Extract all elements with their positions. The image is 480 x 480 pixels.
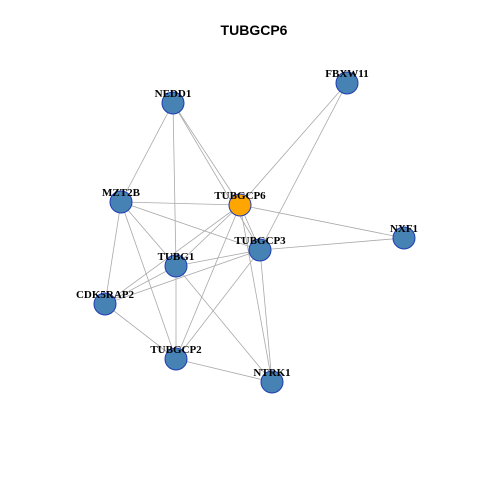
edge-tubgcp6-cdk5rap2 <box>104 204 241 305</box>
edge-mzt2b-tubgcp6 <box>120 201 241 206</box>
node-label-cdk5rap2: CDK5RAP2 <box>76 289 135 301</box>
node-ntrk1[interactable] <box>260 370 284 394</box>
node-label-tubg1: TUBG1 <box>158 251 195 263</box>
edge-tubgcp3-cdk5rap2 <box>104 249 261 305</box>
node-label-nedd1: NEDD1 <box>155 88 192 100</box>
edge-nedd1-tubgcp6 <box>172 102 241 206</box>
node-label-tubgcp6: TUBGCP6 <box>214 190 266 202</box>
edge-tubgcp3-ntrk1 <box>259 249 273 383</box>
edge-tubgcp6-tubgcp2 <box>175 204 241 360</box>
node-tubg1[interactable] <box>164 254 188 278</box>
edge-mzt2b-tubgcp3 <box>120 201 261 251</box>
edge-tubg1-cdk5rap2 <box>104 265 177 305</box>
edge-tubgcp6-ntrk1 <box>239 204 273 383</box>
edge-tubg1-ntrk1 <box>175 265 273 383</box>
node-tubgcp2[interactable] <box>164 347 188 371</box>
node-cdk5rap2[interactable] <box>93 292 117 316</box>
node-tubgcp3[interactable] <box>248 238 272 262</box>
edge-cdk5rap2-tubgcp2 <box>104 303 177 360</box>
diagram-title: TUBGCP6 <box>221 22 288 38</box>
node-label-nxf1: NXF1 <box>390 223 418 235</box>
node-label-tubgcp2: TUBGCP2 <box>150 344 202 356</box>
edge-fbxw11-tubgcp6 <box>239 82 348 206</box>
node-label-tubgcp3: TUBGCP3 <box>234 235 286 247</box>
edge-tubgcp6-nxf1 <box>239 204 405 239</box>
node-nedd1[interactable] <box>161 91 185 115</box>
node-label-fbxw11: FBXW11 <box>325 68 368 80</box>
edge-nedd1-tubg1 <box>172 102 177 267</box>
edge-tubgcp6-tubg1 <box>175 204 241 267</box>
edge-tubgcp3-tubgcp2 <box>175 249 261 360</box>
edge-tubgcp3-nxf1 <box>259 237 405 251</box>
edge-nedd1-mzt2b <box>120 102 174 203</box>
edge-fbxw11-tubgcp3 <box>259 82 348 251</box>
node-layer <box>93 71 416 394</box>
node-label-ntrk1: NTRK1 <box>253 367 290 379</box>
edge-mzt2b-cdk5rap2 <box>104 201 122 305</box>
node-tubgcp6[interactable] <box>228 193 252 217</box>
edge-tubgcp2-ntrk1 <box>175 358 273 383</box>
edge-mzt2b-tubg1 <box>120 201 177 267</box>
edge-layer <box>104 82 405 383</box>
node-mzt2b[interactable] <box>109 190 133 214</box>
node-nxf1[interactable] <box>392 226 416 250</box>
node-fbxw11[interactable] <box>335 71 359 95</box>
edge-nedd1-tubgcp3 <box>172 102 261 251</box>
edge-tubgcp3-tubg1 <box>175 249 261 267</box>
node-label-mzt2b: MZT2B <box>102 187 141 199</box>
